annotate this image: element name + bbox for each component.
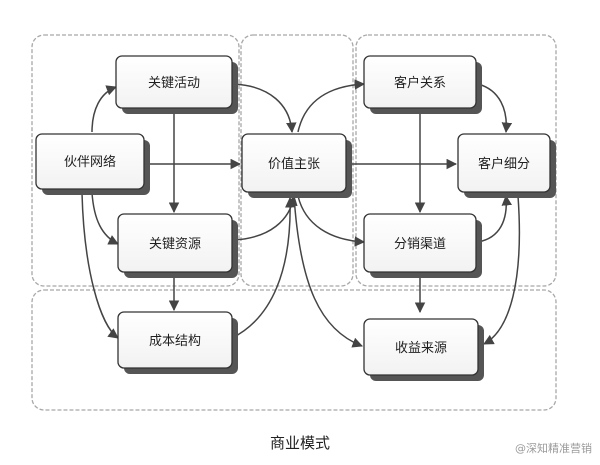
node-customer-relationships-label: 客户关系 bbox=[394, 75, 446, 91]
arrow-partners-to-activities bbox=[91, 85, 117, 133]
node-revenue-streams: 收益来源 bbox=[363, 318, 484, 381]
arrow-value-to-relationships bbox=[297, 79, 366, 133]
node-customer-segments-label: 客户细分 bbox=[478, 156, 530, 172]
arrow-partners-to-cost bbox=[81, 192, 119, 339]
arrow-channels-to-segments bbox=[477, 194, 513, 243]
arrow-resources-to-value bbox=[233, 194, 298, 241]
node-value-proposition: 价值主张 bbox=[241, 133, 352, 198]
node-channels-label: 分销渠道 bbox=[394, 237, 446, 252]
node-key-partners-label: 伙伴网络 bbox=[64, 154, 116, 170]
arrow-segments-to-revenue bbox=[483, 195, 521, 345]
arrow-activities-to-value bbox=[233, 83, 297, 134]
node-cost-structure-label: 成本结构 bbox=[149, 334, 201, 349]
node-cost-structure: 成本结构 bbox=[117, 311, 238, 374]
node-value-proposition-label: 价值主张 bbox=[268, 156, 320, 172]
arrow-relationships-to-segments bbox=[477, 83, 513, 134]
bottom-region-frame bbox=[31, 289, 557, 411]
node-key-resources-label: 关键资源 bbox=[149, 237, 201, 252]
arrow-cost-to-value bbox=[231, 196, 296, 339]
node-key-resources: 关键资源 bbox=[117, 213, 238, 278]
node-customer-relationships: 客户关系 bbox=[363, 55, 482, 114]
node-channels: 分销渠道 bbox=[363, 213, 482, 278]
arrow-value-to-channels bbox=[297, 195, 366, 247]
node-key-activities: 关键活动 bbox=[115, 55, 238, 114]
node-key-activities-label: 关键活动 bbox=[148, 76, 200, 91]
arrow-partners-to-resources bbox=[91, 192, 119, 245]
node-customer-segments: 客户细分 bbox=[457, 133, 556, 198]
connectors bbox=[81, 79, 521, 348]
watermark: @深知精准营销 bbox=[515, 442, 592, 455]
node-key-partners: 伙伴网络 bbox=[35, 133, 150, 195]
diagram-caption: 商业模式 bbox=[269, 434, 330, 452]
arrow-value-to-revenue bbox=[293, 195, 363, 348]
node-revenue-streams-label: 收益来源 bbox=[395, 341, 447, 356]
